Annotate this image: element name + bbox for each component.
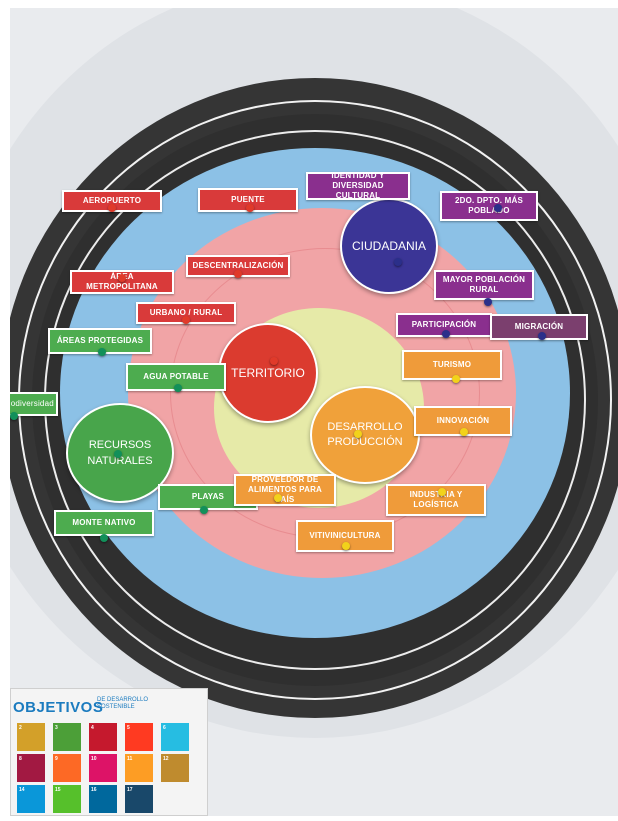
label-zdo: 2DO. DPTO. MÁS POBLADO: [440, 191, 538, 221]
sdg-tile: 16: [89, 785, 117, 813]
pin: [270, 357, 278, 365]
label-turismo: TURISMO: [402, 350, 502, 380]
sdg-tile: 3: [53, 723, 81, 751]
pin: [118, 274, 126, 282]
sdg-tile: 11: [125, 754, 153, 782]
ciudadania-circle: CIUDADANIA: [340, 198, 438, 294]
sdg-tile: 15: [53, 785, 81, 813]
label-migracion: MIGRACIÓN: [490, 314, 588, 340]
sdg-tile: 17: [125, 785, 153, 813]
pin: [274, 494, 282, 502]
pin: [98, 348, 106, 356]
pin: [114, 450, 122, 458]
pin: [200, 506, 208, 514]
pin: [10, 412, 18, 420]
pin: [174, 384, 182, 392]
pin: [182, 316, 190, 324]
pin: [108, 204, 116, 212]
label-biodiversidad: biodiversidad: [10, 392, 58, 416]
desarrollo-circle: DESARROLLO PRODUCCIÓN: [310, 386, 420, 484]
pin: [234, 270, 242, 278]
label-industria: INDUSTRIA Y LOGÍSTICA: [386, 484, 486, 516]
label-identidad: IDENTIDAD Y DIVERSIDAD CULTURAL: [306, 171, 410, 200]
sdg-tile: 9: [53, 754, 81, 782]
sdg-tile: 10: [89, 754, 117, 782]
pin: [538, 332, 546, 340]
sdg-tile: 12: [161, 754, 189, 782]
recursos-text: RECURSOS NATURALES: [87, 439, 153, 467]
label-proveedor: PROVEEDOR DE ALIMENTOS PARA PAÍS: [234, 474, 336, 506]
label-mayor-poblacion: MAYOR POBLACIÓN RURAL: [434, 270, 534, 300]
pin: [452, 375, 460, 383]
sdg-title: OBJETIVOS: [13, 699, 104, 716]
sdg-tile: 5: [125, 723, 153, 751]
ciudadania-text: CIUDADANIA: [351, 239, 426, 253]
territorio-circle: TERRITORIO: [218, 323, 318, 423]
target-board-photo: CIUDADANIA TERRITORIO DESARROLLO PRODUCC…: [10, 8, 618, 816]
sdg-tile: 14: [17, 785, 45, 813]
sdg-subtitle: DE DESARROLLO SOSTENIBLE: [97, 697, 149, 710]
label-monte-nativo: MONTE NATIVO: [54, 510, 154, 536]
pin: [484, 298, 492, 306]
pin: [494, 204, 502, 212]
pin: [100, 534, 108, 542]
sdg-tile: 2: [17, 723, 45, 751]
territorio-text: TERRITORIO: [231, 366, 305, 380]
pin: [246, 204, 254, 212]
sdg-tile: 4: [89, 723, 117, 751]
pin: [442, 330, 450, 338]
sdg-tile: 8: [17, 754, 45, 782]
pin: [354, 430, 362, 438]
sdg-tile: 6: [161, 723, 189, 751]
pin: [438, 488, 446, 496]
pin: [394, 258, 402, 266]
pin: [460, 428, 468, 436]
pin: [342, 542, 350, 550]
desarrollo-text: DESARROLLO PRODUCCIÓN: [327, 421, 403, 448]
